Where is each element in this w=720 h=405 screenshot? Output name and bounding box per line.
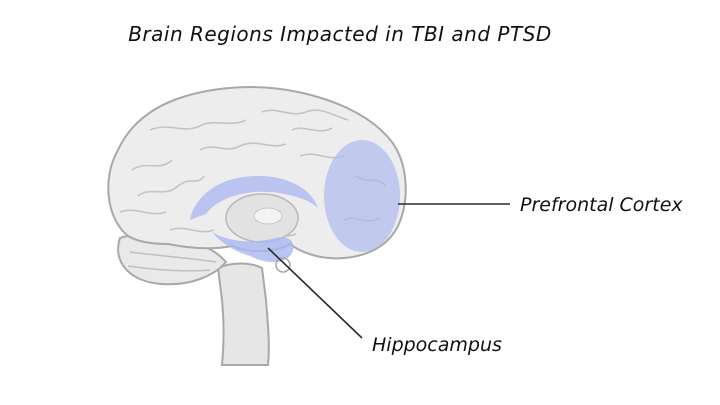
hippocampus-label: Hippocampus: [372, 334, 502, 356]
hippocampus-leader-line: [267, 247, 363, 339]
brain-stem: [216, 262, 270, 366]
prefrontal-cortex-highlight: [324, 140, 400, 252]
prefrontal-cortex-label: Prefrontal Cortex: [520, 194, 683, 216]
corpus-callosum-highlight: [190, 176, 318, 220]
hippocampus-highlight: [212, 232, 294, 263]
diagram-title: Brain Regions Impacted in TBI and PTSD: [128, 22, 552, 46]
